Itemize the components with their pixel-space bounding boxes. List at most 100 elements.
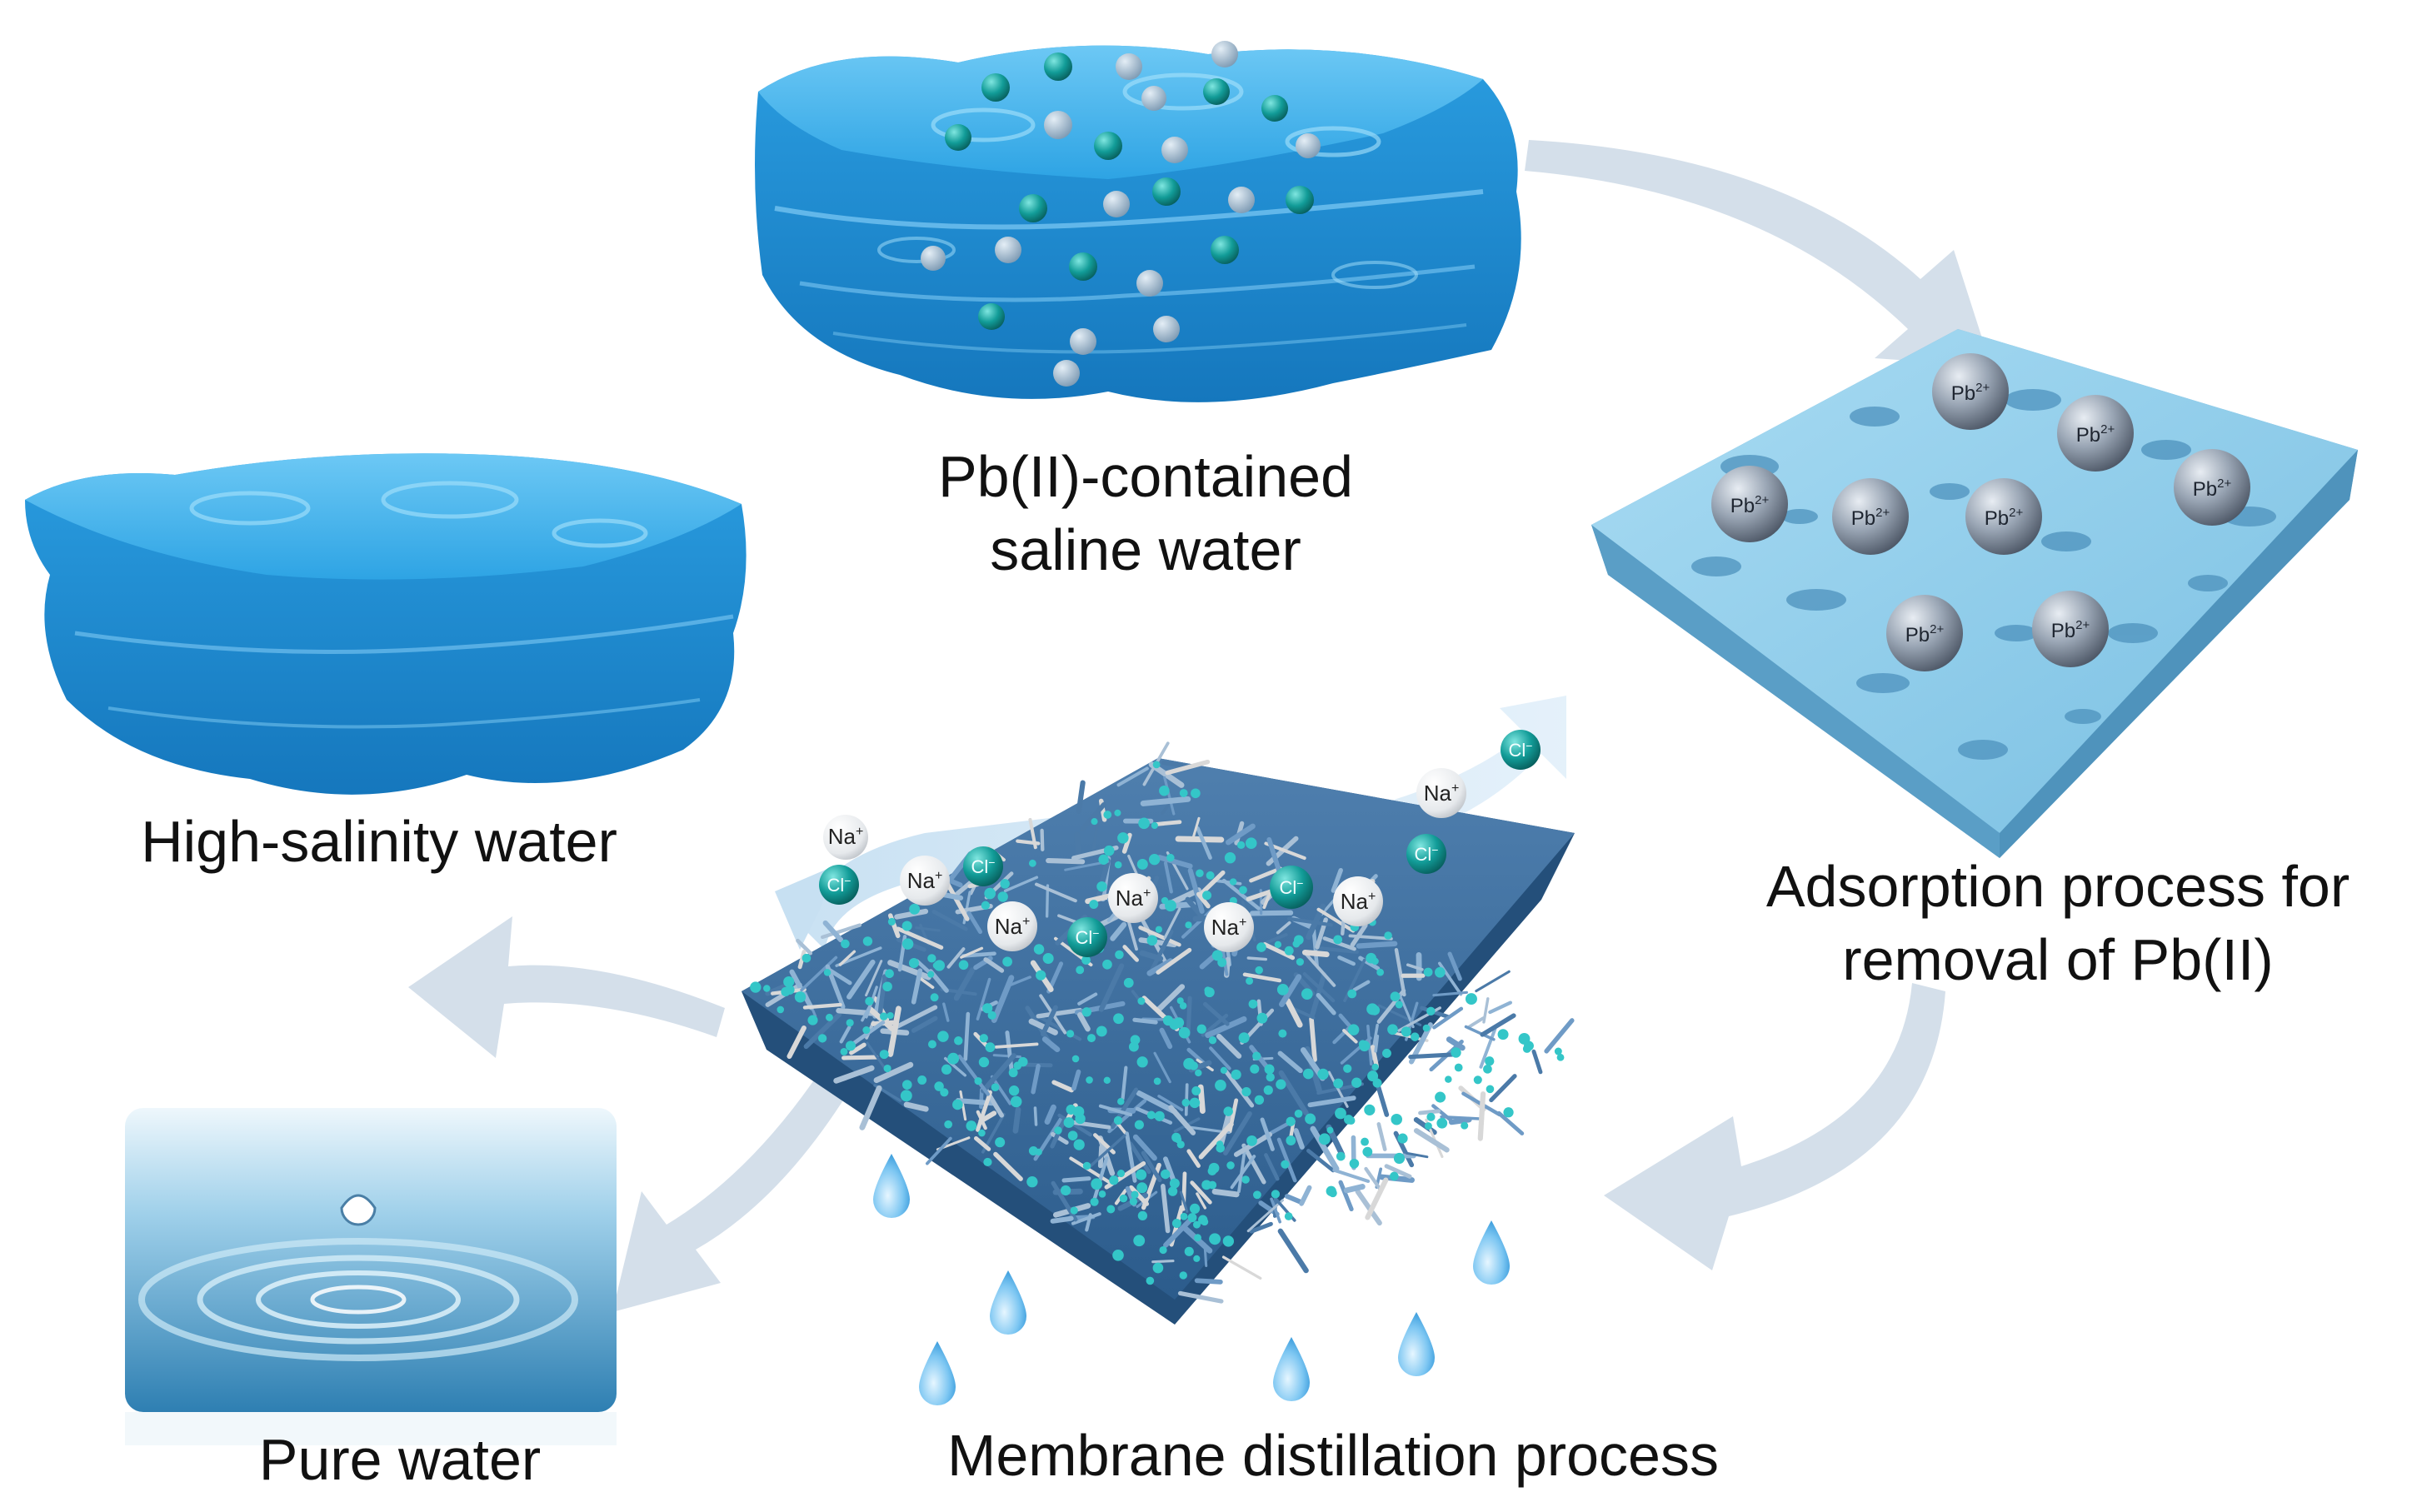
- membrane-bead: [1518, 1032, 1531, 1045]
- membrane-bead: [1071, 1055, 1080, 1063]
- membrane-bead: [1454, 1063, 1463, 1072]
- membrane-fiber: [973, 1135, 991, 1151]
- membrane-bead: [1254, 1095, 1265, 1105]
- membrane-fiber: [1036, 1007, 1083, 1019]
- membrane-fiber: [960, 946, 984, 959]
- membrane-fiber: [1301, 949, 1330, 958]
- membrane-bead: [1245, 837, 1257, 849]
- membrane-bead: [1351, 1077, 1362, 1088]
- pure-water-image: [125, 1108, 617, 1445]
- membrane-fiber: [1447, 951, 1462, 981]
- membrane-fiber: [1264, 1153, 1280, 1181]
- arrow-to-adsorption: [1525, 140, 1991, 367]
- membrane-fiber: [1405, 1151, 1429, 1159]
- membrane-bead: [1220, 1066, 1227, 1074]
- membrane-bead: [1136, 1182, 1148, 1194]
- membrane-fiber: [1343, 1184, 1366, 1194]
- membrane-bead: [1335, 1107, 1346, 1120]
- membrane-bead: [1117, 1098, 1125, 1105]
- membrane-bead: [1148, 854, 1161, 866]
- membrane-bead: [1395, 1001, 1403, 1009]
- membrane-bead: [1239, 886, 1247, 895]
- membrane-bead: [984, 887, 996, 900]
- membrane-bead: [1387, 1024, 1398, 1035]
- membrane-bead: [1187, 1213, 1197, 1223]
- membrane-fiber: [1077, 992, 1098, 1006]
- membrane-fiber: [1194, 1278, 1223, 1285]
- membrane-fiber: [1098, 1104, 1133, 1117]
- membrane-fiber: [1198, 1121, 1234, 1160]
- membrane-fiber: [1196, 826, 1212, 860]
- na-ion-5: Na+: [1204, 902, 1254, 952]
- membrane-fiber: [1066, 1119, 1111, 1130]
- svg-text:Pb2+: Pb2+: [2051, 618, 2090, 642]
- membrane-fiber: [833, 1065, 875, 1084]
- membrane-bead: [1216, 1140, 1224, 1148]
- membrane-bead: [1089, 900, 1099, 910]
- cl-ion-3: Cl−: [1067, 917, 1107, 957]
- membrane-fiber: [1157, 1095, 1184, 1111]
- membrane-bead: [886, 1011, 894, 1020]
- membrane-fiber: [911, 968, 923, 1005]
- membrane-bead: [783, 976, 795, 988]
- membrane-bead: [1002, 956, 1013, 967]
- na-ion-6: Na+: [1333, 876, 1383, 926]
- membrane-fiber: [1138, 926, 1181, 947]
- membrane-fiber: [1242, 972, 1282, 983]
- membrane-bead: [1241, 1175, 1250, 1184]
- membrane-bead: [1178, 1026, 1191, 1039]
- membrane-bead: [887, 917, 896, 926]
- adsorption-caption-line1: Adsorption process for: [1765, 854, 2350, 919]
- membrane-fiber: [1163, 861, 1173, 894]
- membrane-fiber: [1185, 896, 1209, 924]
- pb-ion-2: Pb2+: [2057, 395, 2134, 472]
- membrane-bead: [940, 1088, 949, 1097]
- membrane-bead: [1091, 818, 1098, 826]
- membrane-bead: [841, 939, 850, 949]
- membrane-bead: [1129, 1197, 1138, 1206]
- membrane-bead: [1253, 1190, 1261, 1200]
- membrane-bead: [979, 1034, 988, 1043]
- membrane-bead: [1103, 1076, 1111, 1085]
- membrane-bead: [901, 1080, 912, 1090]
- membrane-bead: [1554, 1047, 1562, 1055]
- membrane-bead: [1349, 1158, 1360, 1169]
- membrane-bead: [997, 891, 1008, 902]
- membrane-bead: [1161, 1169, 1171, 1180]
- membrane-bead: [1361, 1137, 1369, 1146]
- svg-text:Pb2+: Pb2+: [1851, 506, 1890, 530]
- membrane-fiber: [1279, 974, 1302, 1007]
- membrane-bead: [1424, 1122, 1432, 1130]
- membrane-bead: [1114, 861, 1122, 869]
- membrane-fiber: [1190, 1180, 1212, 1205]
- membrane-bead: [1286, 1116, 1296, 1126]
- membrane-fiber: [841, 1055, 879, 1060]
- membrane-bead: [1390, 1171, 1399, 1181]
- membrane-fiber: [993, 1151, 1023, 1181]
- membrane-bead: [1096, 881, 1107, 892]
- membrane-bead: [879, 1012, 888, 1020]
- membrane-bead: [1180, 1212, 1188, 1220]
- membrane-bead: [1193, 1255, 1201, 1262]
- membrane-bead: [1274, 941, 1282, 949]
- membrane-fiber: [1121, 832, 1132, 854]
- membrane-bead: [1465, 993, 1477, 1006]
- membrane-bead: [1305, 1113, 1316, 1125]
- membrane-bead: [750, 981, 762, 993]
- membrane-bead: [1208, 1162, 1220, 1174]
- membrane-fiber: [919, 976, 935, 990]
- membrane-fiber: [1477, 1091, 1486, 1141]
- membrane-fiber: [1197, 1084, 1206, 1114]
- membrane-bead: [1123, 977, 1134, 988]
- membrane-fiber: [1316, 992, 1336, 1015]
- membrane-fiber: [1365, 1177, 1389, 1220]
- membrane-fiber: [1406, 963, 1424, 971]
- membrane-bead: [1250, 1064, 1260, 1074]
- membrane-fiber: [1431, 1104, 1456, 1125]
- membrane-bead: [885, 969, 894, 979]
- membrane-fiber: [1092, 1156, 1109, 1200]
- membrane-bead: [1102, 959, 1112, 970]
- membrane-bead: [1153, 1077, 1161, 1085]
- membrane-fiber: [957, 1054, 990, 1096]
- membrane-bead: [901, 938, 914, 950]
